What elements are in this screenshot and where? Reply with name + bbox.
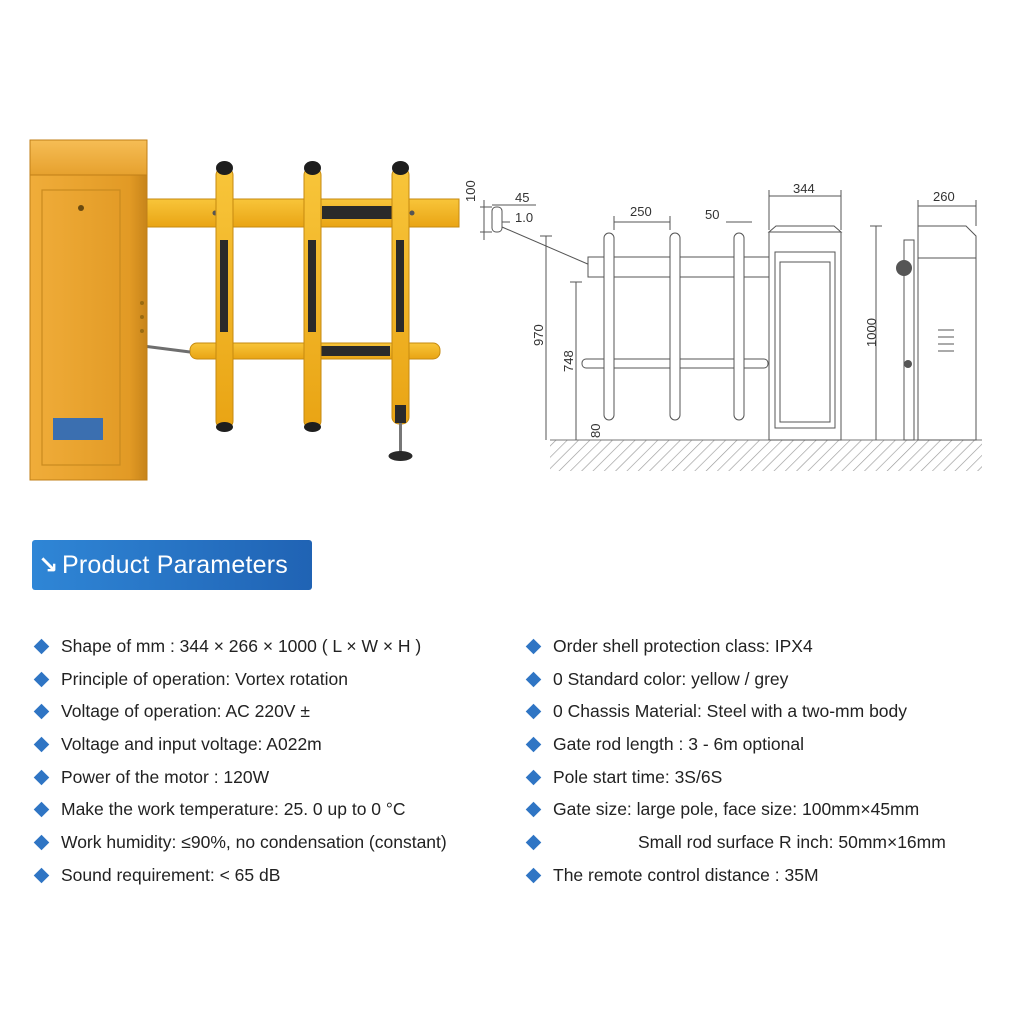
diamond-bullet-icon [525,802,542,818]
dim-748: 748 [561,350,576,372]
param-item: Sound requirement: < 65 dB [32,859,502,892]
diamond-bullet-icon [525,834,542,851]
diamond-bullet-icon [33,867,50,883]
diamond-bullet-icon [33,736,50,753]
param-text: Voltage and input voltage: A022m [61,733,322,754]
diamond-bullet-icon [33,802,50,818]
param-text: Work humidity: ≤90%, no condensation (co… [61,831,447,852]
param-text: The remote control distance : 35M [553,864,819,885]
param-text: Voltage of operation: AC 220V ± [61,701,310,722]
param-text: Sound requirement: < 65 dB [61,864,281,885]
diamond-bullet-icon [33,671,50,687]
param-item: Gate rod length : 3 - 6m optional [524,728,994,761]
dim-50: 50 [705,207,719,222]
param-text: Small rod surface R inch: 50mm×16mm [638,831,946,852]
param-item: Shape of mm : 344 × 266 × 1000 ( L × W ×… [32,630,502,663]
param-text: 0 Standard color: yellow / grey [553,668,789,689]
product-illustration: 100 45 1.0 250 50 344 260 970 748 1000 8… [29,139,982,481]
param-text: Power of the motor : 120W [61,766,270,787]
diamond-bullet-icon [525,671,542,687]
dim-100: 100 [463,180,478,202]
dim-260: 260 [933,189,955,204]
diamond-bullet-icon [525,769,542,785]
param-item: 0 Chassis Material: Steel with a two-mm … [524,695,994,728]
dim-1000: 1000 [864,318,879,347]
param-text: Shape of mm : 344 × 266 × 1000 ( L × W ×… [61,635,422,656]
param-text: Make the work temperature: 25. 0 up to 0… [61,799,406,820]
dim-1-0: 1.0 [515,210,533,225]
dim-250: 250 [630,204,652,219]
diamond-bullet-icon [33,769,50,785]
param-item: 0 Standard color: yellow / grey [524,663,994,696]
arrow-down-right-icon: ↘ [38,551,59,579]
technical-drawing [480,190,982,471]
param-text: Order shell protection class: IPX4 [553,635,813,656]
diamond-bullet-icon [525,703,542,720]
parameters-list-right: Order shell protection class: IPX4 0 Sta… [524,630,994,892]
section-header-product-parameters: ↘ Product Parameters [32,540,312,590]
dim-80: 80 [588,424,603,438]
param-text: 0 Chassis Material: Steel with a two-mm … [553,701,908,722]
diamond-bullet-icon [525,638,542,655]
param-item: Pole start time: 3S/6S [524,761,994,794]
dim-970: 970 [531,324,546,346]
param-item-continuation: Small rod surface R inch: 50mm×16mm [524,826,994,859]
param-item: The remote control distance : 35M [524,859,994,892]
dim-45: 45 [515,190,529,205]
param-item: Principle of operation: Vortex rotation [32,663,502,696]
param-item: Order shell protection class: IPX4 [524,630,994,663]
param-text: Gate rod length : 3 - 6m optional [553,733,804,754]
diamond-bullet-icon [525,736,542,753]
diamond-bullet-icon [525,867,542,883]
param-item: Voltage of operation: AC 220V ± [32,695,502,728]
param-item: Voltage and input voltage: A022m [32,728,502,761]
section-title: Product Parameters [62,550,288,579]
barrier-gate-photo [29,139,460,481]
param-item: Gate size: large pole, face size: 100mm×… [524,793,994,826]
param-text: Principle of operation: Vortex rotation [61,668,348,689]
diamond-bullet-icon [33,638,50,655]
param-item: Power of the motor : 120W [32,761,502,794]
param-text: Pole start time: 3S/6S [553,766,723,787]
diamond-bullet-icon [33,703,50,720]
parameters-list-left: Shape of mm : 344 × 266 × 1000 ( L × W ×… [32,630,502,892]
dim-344: 344 [793,181,815,196]
param-item: Make the work temperature: 25. 0 up to 0… [32,793,502,826]
diamond-bullet-icon [33,834,50,851]
param-text: Gate size: large pole, face size: 100mm×… [553,799,920,820]
param-item: Work humidity: ≤90%, no condensation (co… [32,826,502,859]
